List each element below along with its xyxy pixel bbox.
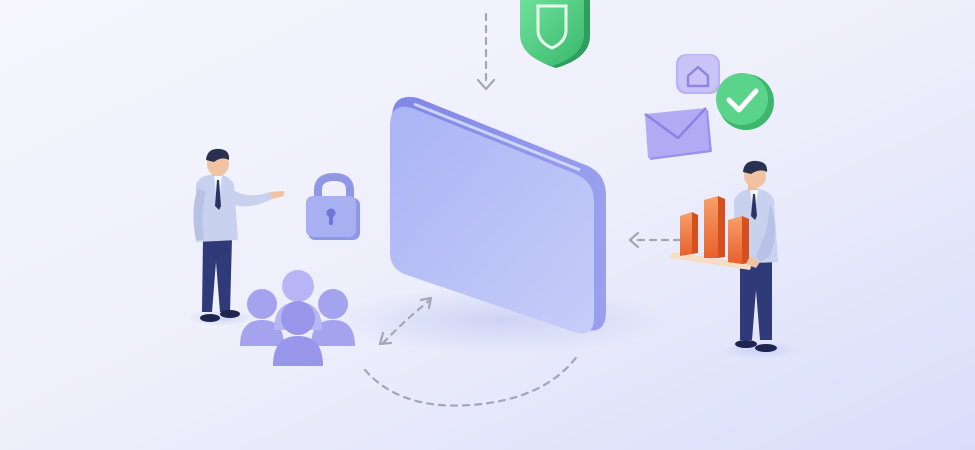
home-icon xyxy=(676,54,720,94)
left-person xyxy=(193,148,284,322)
bar-chart-icon xyxy=(680,196,749,264)
checkmark-icon xyxy=(716,73,774,130)
padlock-icon xyxy=(306,172,360,240)
bottom-curve-arrow xyxy=(363,353,580,407)
curved-double-arrow-line xyxy=(381,298,432,345)
envelope-icon xyxy=(644,107,712,160)
arrow-heads xyxy=(378,78,640,346)
user-group-icon xyxy=(240,270,355,366)
central-panel xyxy=(390,96,606,334)
right-person xyxy=(670,160,778,352)
shield-icon xyxy=(520,0,590,68)
dashed-flow-arrows xyxy=(363,12,682,407)
